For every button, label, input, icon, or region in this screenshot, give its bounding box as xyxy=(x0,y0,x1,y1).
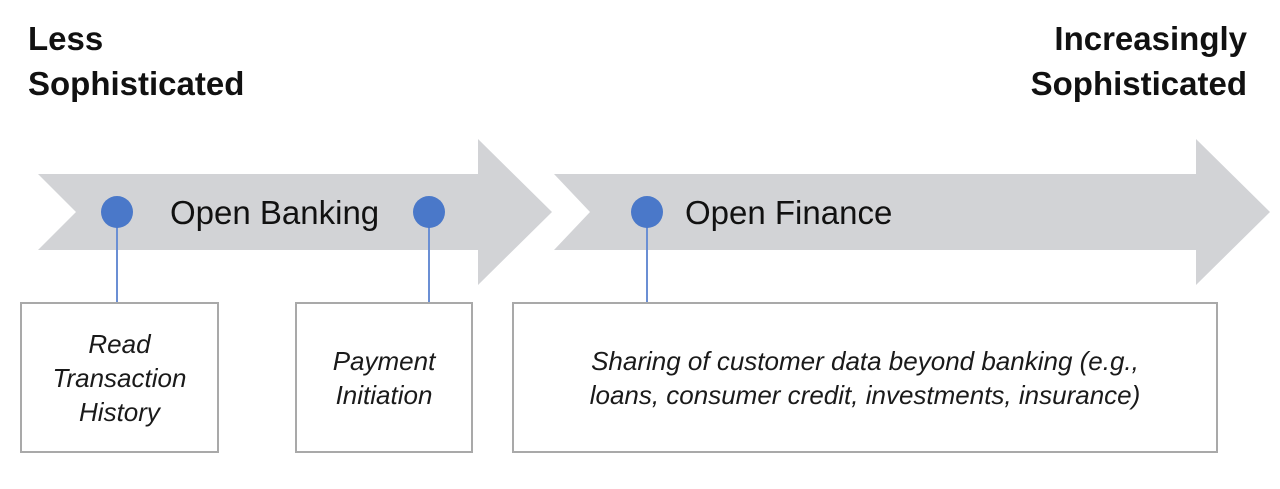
milestone-dot-data-sharing xyxy=(631,196,663,228)
milestone-dot-read-transaction-history xyxy=(101,196,133,228)
data-sharing-box: Sharing of customer data beyond banking … xyxy=(512,302,1218,453)
scale-label-less-sophisticated: Less Sophisticated xyxy=(28,20,245,102)
payment-initiation-box: Payment Initiation xyxy=(295,302,473,453)
data-sharing-box-text: Sharing of customer data beyond banking … xyxy=(590,344,1141,412)
open-banking-label: Open Banking xyxy=(170,194,380,231)
box-line: loans, consumer credit, investments, ins… xyxy=(589,379,1141,410)
scale-label-increasingly-sophisticated: Increasingly Sophisticated xyxy=(1030,20,1247,102)
open-banking-arrow xyxy=(38,139,552,285)
open-finance-arrow xyxy=(554,139,1270,285)
box-line: Transaction xyxy=(52,362,187,393)
box-line: Read xyxy=(88,328,151,359)
milestone-dot-payment-initiation xyxy=(413,196,445,228)
payment-initiation-box-text: Payment Initiation xyxy=(333,344,436,412)
read-transaction-history-box-text: Read Transaction History xyxy=(53,327,187,429)
box-line: History xyxy=(79,396,160,427)
box-line: Payment xyxy=(332,345,436,376)
box-line: Initiation xyxy=(335,379,433,410)
open-finance-label: Open Finance xyxy=(685,194,893,231)
read-transaction-history-box: Read Transaction History xyxy=(20,302,219,453)
box-line: Sharing of customer data beyond banking … xyxy=(591,345,1139,376)
